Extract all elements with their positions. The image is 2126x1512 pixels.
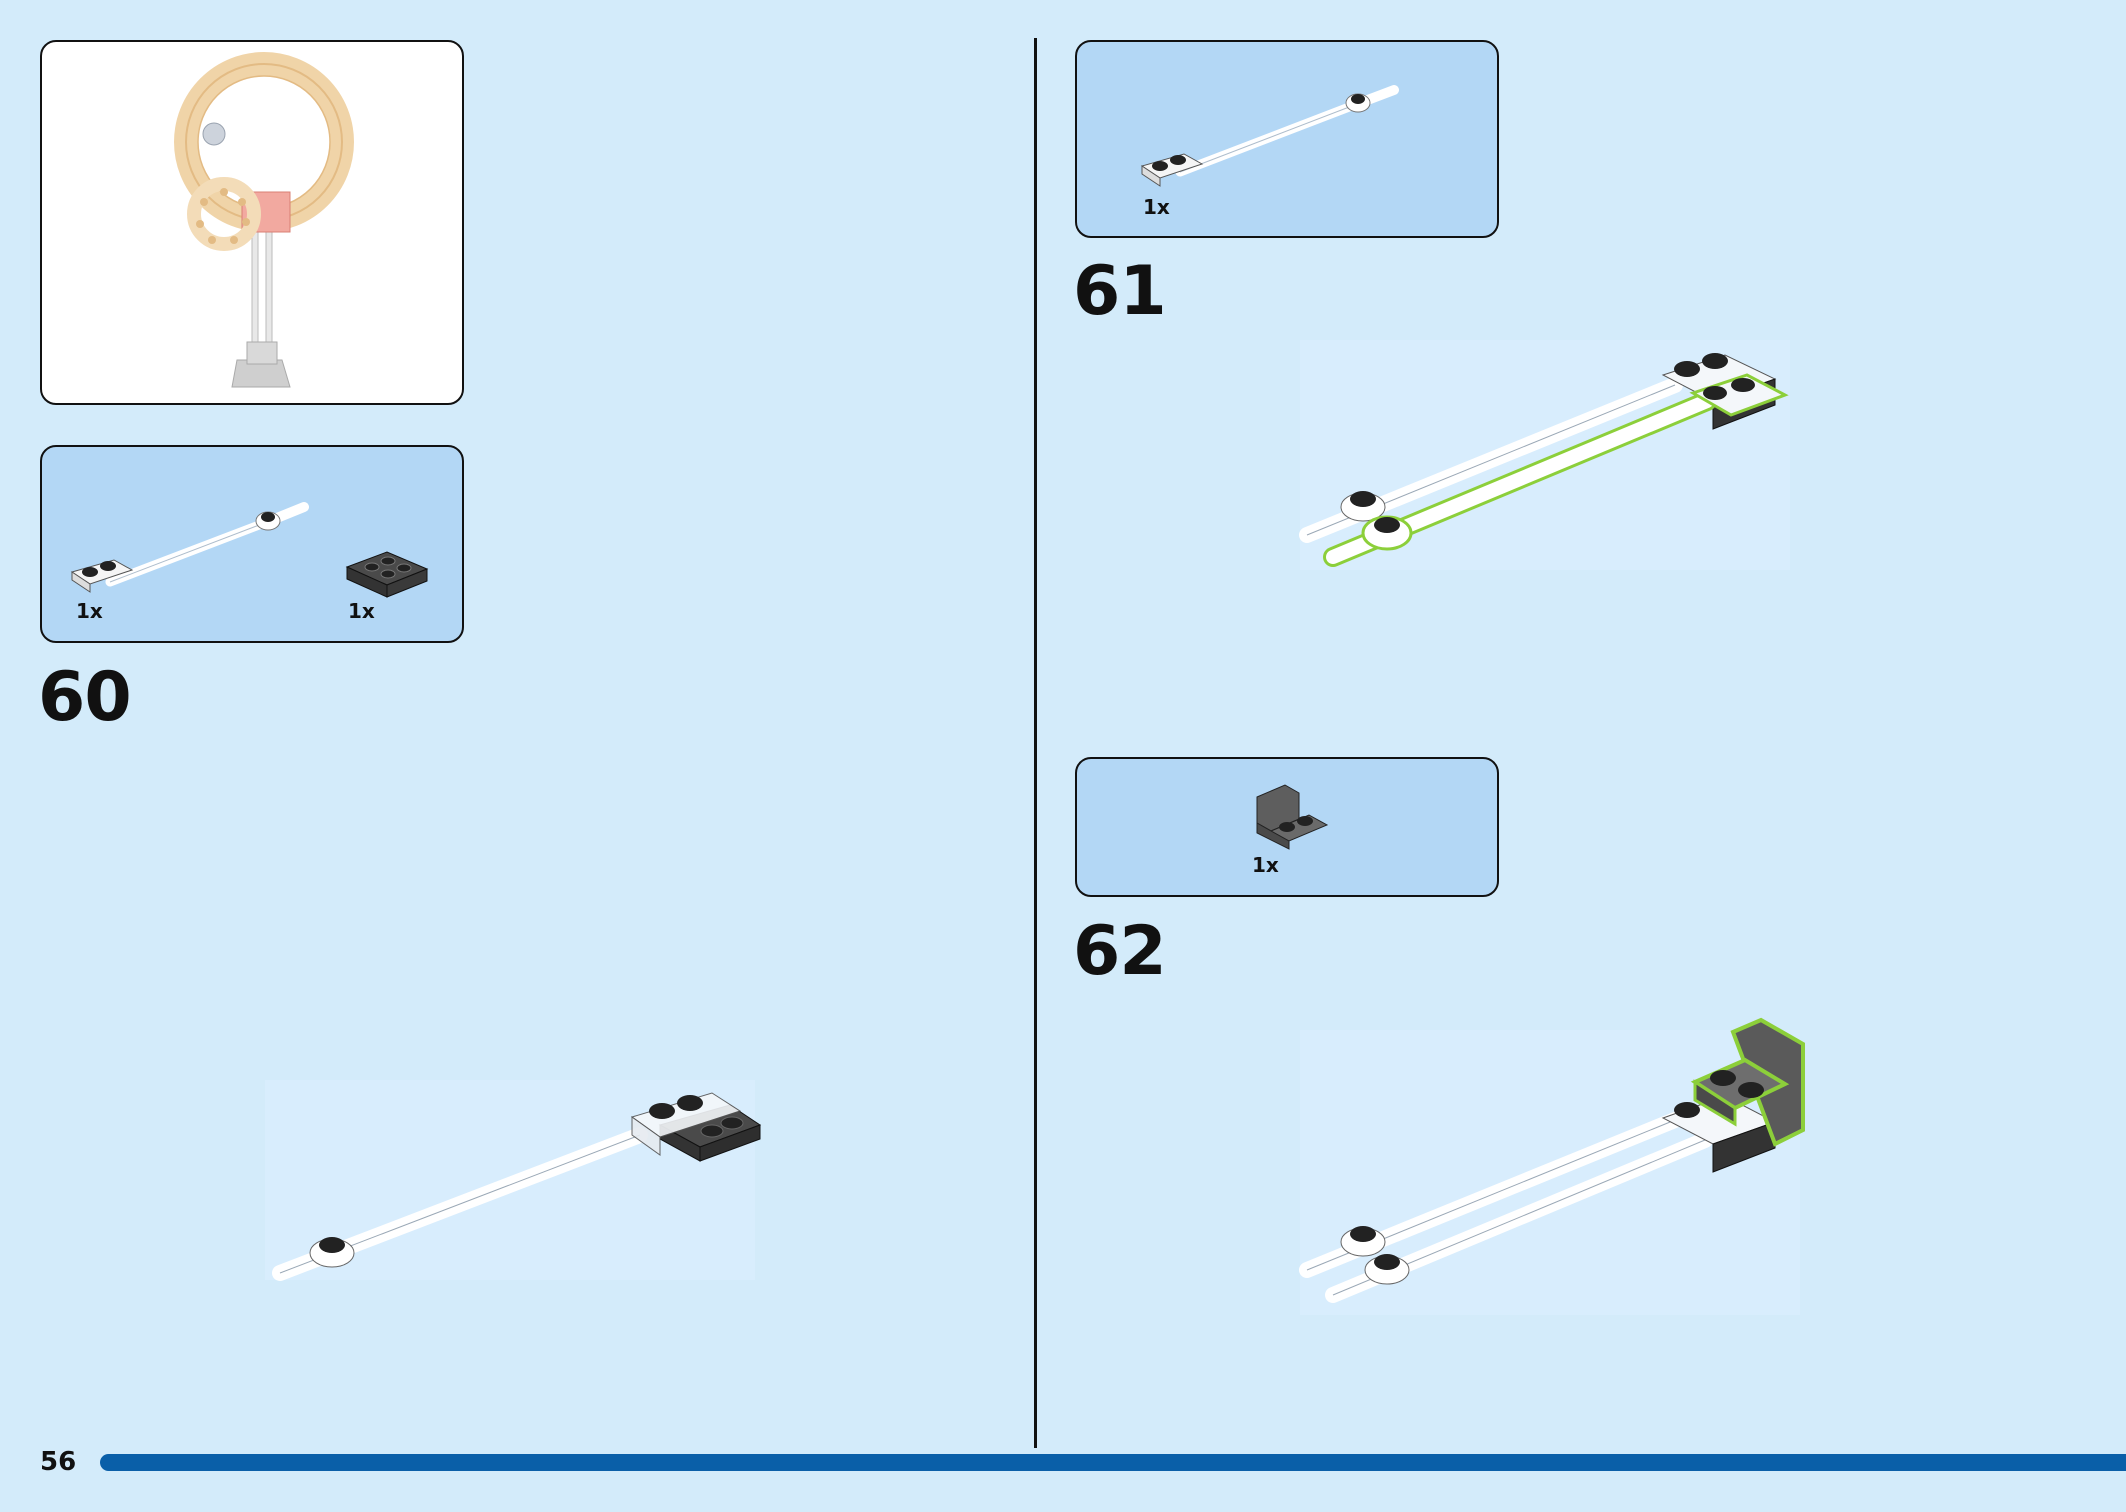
part-quantity: 1x [348, 599, 375, 623]
page-number: 56 [40, 1447, 77, 1477]
dark-bracket-icon [1256, 784, 1329, 850]
antenna-bar-with-plate-icon [1140, 85, 1399, 187]
part-quantity: 1x [1252, 853, 1279, 877]
submodel-preview-panel [40, 40, 464, 405]
step-number: 60 [38, 658, 132, 737]
dark-plate-2x2-icon [345, 551, 429, 598]
step-number: 62 [1073, 912, 1167, 991]
step-number: 61 [1073, 252, 1167, 331]
double-bar-assembly [1299, 340, 1790, 570]
parts-panel-step-62: 1x [1075, 757, 1499, 897]
ring-assembly-illustration [174, 52, 354, 388]
antenna-bar-with-plate-icon [70, 502, 309, 593]
footer-progress-bar [100, 1454, 2126, 1471]
bar-with-plates-assembly [265, 1080, 762, 1281]
parts-panel-step-61: 1x [1075, 40, 1499, 238]
double-bar-with-bracket-assembly [1299, 1017, 1805, 1315]
part-quantity: 1x [76, 599, 103, 623]
page-divider [1034, 38, 1037, 1448]
parts-panel-step-60: 1x 1x [40, 445, 464, 643]
part-quantity: 1x [1143, 195, 1170, 219]
